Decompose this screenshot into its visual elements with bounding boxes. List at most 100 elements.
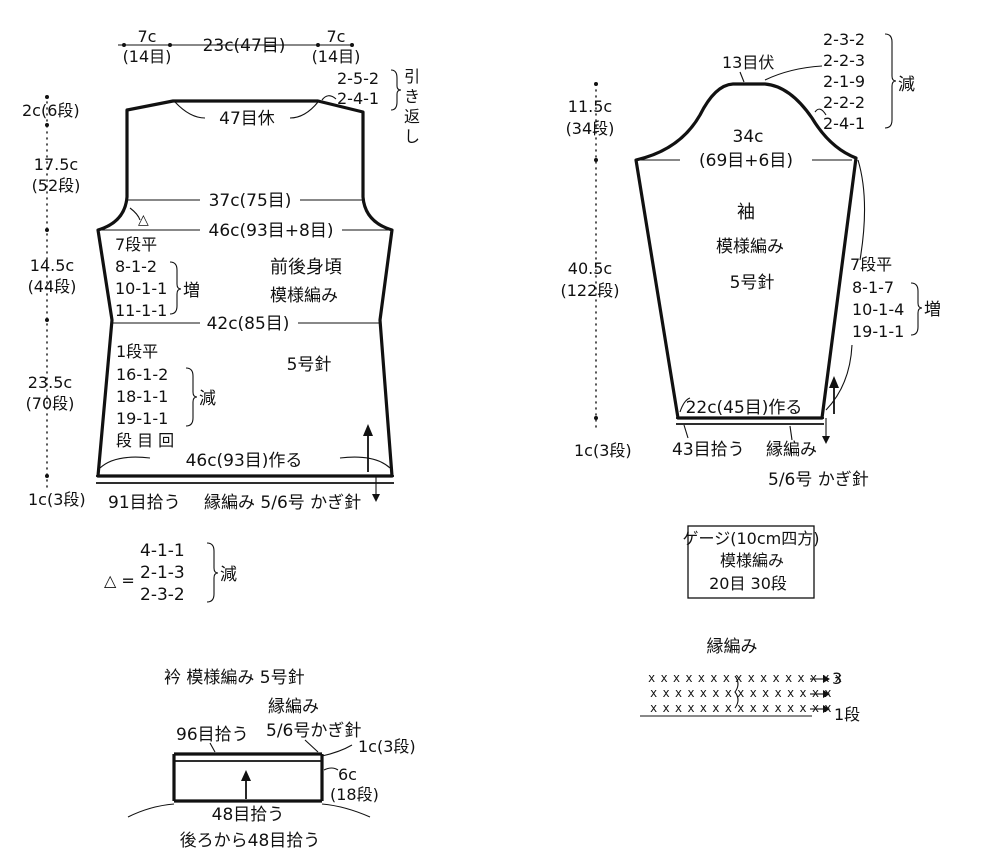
sleeve-needle: 5号針 xyxy=(730,273,775,293)
sleeve-height: 40.5c xyxy=(568,259,612,278)
sleeve-top-sts: 13目伏 xyxy=(722,53,774,72)
gauge-pattern: 模様編み xyxy=(720,551,784,570)
top-left-width: 7c xyxy=(138,27,157,46)
triangle-mark: △ xyxy=(138,212,149,228)
hikikaeshi-2: き xyxy=(404,87,420,106)
armhole-height: 17.5c xyxy=(34,155,78,174)
body-needle: 5号針 xyxy=(287,355,332,375)
cap-height: 11.5c xyxy=(568,97,612,116)
triangle-row-3: 2-3-2 xyxy=(140,585,185,605)
collar-border-1: 縁編み xyxy=(268,697,319,717)
sleeve-outline xyxy=(634,82,858,420)
collar-pick-back: 後ろから48目拾う xyxy=(180,831,321,851)
hikikaeshi-1: 引 xyxy=(404,67,420,86)
sleeve-inc-1: 8-1-7 xyxy=(852,278,894,297)
cap-dec-4: 2-2-2 xyxy=(823,93,865,112)
mid-rows: (44段) xyxy=(28,277,77,296)
low-height: 23.5c xyxy=(28,373,72,392)
border-note: 縁編み 5/6号 かぎ針 xyxy=(204,493,361,513)
armhole-rows: (52段) xyxy=(32,176,81,195)
edge-row-1: x x x x x x x x x x x x x x x xyxy=(650,701,831,715)
collar-main-rows: (18段) xyxy=(330,785,379,804)
gauge-box: ゲージ(10cm四方) 模様編み 20目 30段 xyxy=(683,525,820,599)
collar-border-height: 1c(3段) xyxy=(358,737,416,756)
border-height: 1c(3段) xyxy=(28,490,86,509)
sleeve-piece: 13目伏 2-3-2 2-2-3 2-1-9 2-2-2 2-4-1 減 11.… xyxy=(560,30,941,490)
inc-row-3: 11-1-1 xyxy=(115,301,167,320)
cap-dec-3: 2-1-9 xyxy=(823,72,865,91)
left-vertical-dimension: 2c(6段) 17.5c (52段) 14.5c (44段) 23.5c (70… xyxy=(22,95,86,509)
gauge-count: 20目 30段 xyxy=(709,574,787,593)
mid-height: 14.5c xyxy=(30,256,74,275)
triangle-equals: △ = xyxy=(104,571,135,590)
sleeve-border-height: 1c(3段) xyxy=(574,441,632,460)
sleeve-top-width: 34c xyxy=(733,127,764,147)
dec-row-3: 19-1-1 xyxy=(116,409,168,428)
inc-word: 増 xyxy=(183,281,200,301)
sleeve-pattern: 模様編み xyxy=(716,237,784,257)
sleeve-border-1: 縁編み xyxy=(766,440,817,460)
pick-up-count: 91目拾う xyxy=(108,493,181,513)
top-right-stitches: (14目) xyxy=(312,47,361,66)
sleeve-title: 袖 xyxy=(737,202,755,223)
sleeve-border-2: 5/6号 かぎ針 xyxy=(768,470,869,490)
collar-border-2: 5/6号かぎ針 xyxy=(266,721,361,741)
body-piece: 7c (14目) 23c(47目) 7c (14目) 2-5-2 2-4-1 引… xyxy=(22,27,420,513)
triangle-word: 減 xyxy=(220,565,237,585)
collar-piece: 衿 模様編み 5号針 縁編み 5/6号かぎ針 96目拾う 1c(3段) 6c (… xyxy=(127,668,416,851)
dec-flat: 1段平 xyxy=(116,342,158,361)
cap-dec-1: 2-3-2 xyxy=(823,30,865,49)
waist-width: 42c(85目) xyxy=(207,314,290,334)
cap-dec-5: 2-4-1 xyxy=(823,114,865,133)
edge-chart: 縁編み x x x x x x x x x x x x x x x x x x … xyxy=(640,637,860,724)
top-right-width: 7c xyxy=(327,27,346,46)
cast-on-width: 46c(93目)作る xyxy=(186,451,303,471)
cap-dec-2: 2-2-3 xyxy=(823,51,865,70)
collar-title: 衿 模様編み 5号針 xyxy=(164,668,305,688)
chest-width: 37c(75目) xyxy=(209,191,292,211)
body-outline xyxy=(96,99,394,478)
cap-rows: (34段) xyxy=(566,119,615,138)
top-left-stitches: (14目) xyxy=(123,47,172,66)
edge-row-2: x x x x x x x x x x x x x x x xyxy=(650,686,831,700)
dec-row-2: 18-1-1 xyxy=(116,387,168,406)
collar-pick-top: 96目拾う xyxy=(176,725,249,745)
body-title: 前後身頃 xyxy=(270,257,342,278)
dec-row-4: 段 目 回 xyxy=(116,431,174,450)
bust-width: 46c(93目+8目) xyxy=(209,221,334,241)
sleeve-rows: (122段) xyxy=(560,281,619,300)
gauge-title: ゲージ(10cm四方) xyxy=(683,529,820,548)
sleeve-inc-3: 19-1-1 xyxy=(852,322,904,341)
top-dimension: 7c (14目) 23c(47目) 7c (14目) xyxy=(118,27,360,66)
sleeve-inc-2: 10-1-4 xyxy=(852,300,904,319)
dec-row-1: 16-1-2 xyxy=(116,365,168,384)
collar-main-height: 6c xyxy=(338,765,357,784)
inc-row-1: 8-1-2 xyxy=(115,257,157,276)
triangle-row-2: 2-1-3 xyxy=(140,563,185,583)
shoulder-row-2: 2-4-1 xyxy=(337,89,379,108)
edge-row-3: x x x x x x x x x x x x x x x x xyxy=(648,671,842,685)
sleeve-pick-up: 43目拾う xyxy=(672,440,745,460)
hikikaeshi-3: 返 xyxy=(404,107,420,126)
edge-row-top-label: 3 xyxy=(832,669,842,688)
inc-row-2: 10-1-1 xyxy=(115,279,167,298)
shoulder-height: 2c(6段) xyxy=(22,101,80,120)
body-pattern: 模様編み xyxy=(270,286,338,306)
sleeve-inc-flat: 7段平 xyxy=(850,255,892,274)
inc-flat: 7段平 xyxy=(115,235,157,254)
cuff-width: 22c(45目)作る xyxy=(686,398,803,418)
sleeve-vertical-dimension: 11.5c (34段) 40.5c (122段) 1c(3段) xyxy=(560,82,632,460)
shoulder-row-1: 2-5-2 xyxy=(337,69,379,88)
sleeve-top-stitches: (69目+6目) xyxy=(699,151,793,171)
hikikaeshi-4: し xyxy=(404,127,420,146)
top-mid-width: 23c(47目) xyxy=(203,36,286,56)
dec-word: 減 xyxy=(199,389,216,409)
collar-pick-bottom: 48目拾う xyxy=(212,805,285,825)
edge-row-bottom-label: 1段 xyxy=(834,705,860,724)
cap-dec-word: 減 xyxy=(898,75,915,95)
neck-rest: 47目休 xyxy=(219,109,275,129)
triangle-note: △ = 4-1-1 2-1-3 2-3-2 減 xyxy=(104,541,237,605)
sleeve-inc-word: 増 xyxy=(924,300,941,320)
triangle-row-1: 4-1-1 xyxy=(140,541,185,561)
